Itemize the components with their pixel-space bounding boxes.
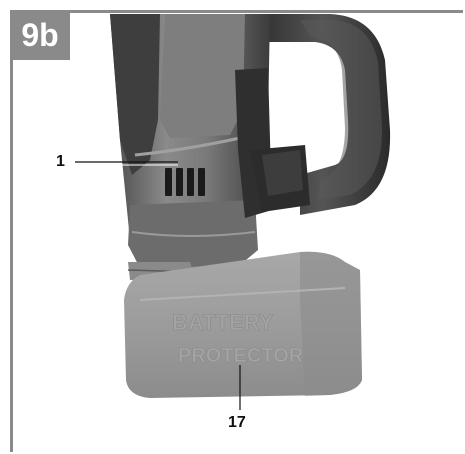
embossed-battery: BATTERY bbox=[172, 310, 274, 335]
callout-17: 17 bbox=[228, 414, 246, 431]
figure-frame bbox=[10, 10, 463, 452]
embossed-protector: PROTECTOR bbox=[178, 345, 304, 367]
figure-label: 9b bbox=[10, 10, 70, 60]
vent-slots-icon bbox=[165, 168, 205, 196]
callout-1: 1 bbox=[56, 153, 65, 170]
